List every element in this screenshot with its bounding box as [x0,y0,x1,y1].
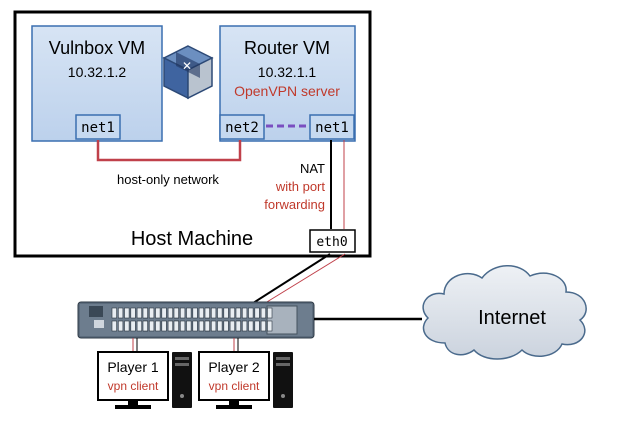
port-forwarding-label-line1: with port [275,179,326,194]
player1-tower-icon [172,352,192,408]
switch-port [217,307,223,319]
eth0-to-switch-red-link [261,253,346,306]
switch-port [204,307,210,319]
switch-port [235,320,241,332]
switch-port [267,307,273,319]
host-machine-label: Host Machine [131,228,253,250]
switch-port [223,320,229,332]
switch-port [211,320,217,332]
switch-port [229,307,236,319]
switch-port [155,307,161,319]
switch-port [142,320,148,332]
eth0-label: eth0 [316,235,347,250]
switch-port [124,307,130,319]
switch-port [192,307,198,319]
switch-port [136,320,143,332]
switch-port [186,320,192,332]
internet-cloud [422,265,587,360]
switch-port [161,320,167,332]
player1-workstation [97,351,192,409]
switch-port [124,320,130,332]
nat-label: NAT [300,161,325,176]
switch-port [167,307,174,319]
switch-port [217,320,223,332]
switch-port [223,307,229,319]
host-only-network-label: host-only network [117,172,219,187]
router-vm-title: Router VM [244,38,330,58]
switch-port [180,320,186,332]
switch-port [111,320,117,332]
player1-role: vpn client [108,379,159,393]
switch-port [242,320,248,332]
switch-port [161,307,167,319]
switch-port [167,320,174,332]
switch-port [136,307,143,319]
router-net2-label: net2 [225,120,259,136]
switch-port [242,307,248,319]
switch-port [260,307,267,319]
switch-port [186,307,192,319]
eth0-to-switch-link [249,253,331,306]
router-net1-port [309,114,355,140]
switch-port [118,307,124,319]
player1-name: Player 1 [107,359,159,375]
switch-port [198,307,205,319]
switch-port [180,307,186,319]
vulnbox-net1-port [75,114,121,140]
switch-port [254,320,260,332]
switch-port [260,320,267,332]
host-only-network-link [96,140,242,162]
player2-name: Player 2 [208,359,260,375]
player2-monitor [198,351,270,401]
router-vm-ip: 10.32.1.1 [258,64,317,80]
switch-port [155,320,161,332]
player2-tower-icon [273,352,293,408]
switch-port [229,320,236,332]
switch-port [198,320,205,332]
vulnbox-net1-label: net1 [81,120,115,136]
router-net2-port [219,114,265,140]
switch-port [254,307,260,319]
switch-port [267,320,273,332]
svg-text:✕: ✕ [182,59,192,73]
eth0-port [309,229,356,253]
player2-workstation [198,351,293,409]
vulnbox-vm-title: Vulnbox VM [49,38,145,58]
network-switch [77,301,315,339]
switch-port [130,307,136,319]
port-forwarding-label-line2: forwarding [264,197,325,212]
switch-port [149,320,155,332]
vulnbox-vm-ip: 10.32.1.2 [68,64,127,80]
switch-port [130,320,136,332]
switch-port [192,320,198,332]
switch-port [149,307,155,319]
player2-role: vpn client [209,379,260,393]
router-net1-label: net1 [315,120,349,136]
switch-port [211,307,217,319]
switch-port [204,320,210,332]
switch-port [248,307,254,319]
switch-port [173,307,179,319]
switch-port [111,307,117,319]
router-openvpn-label: OpenVPN server [234,83,340,99]
switch-port [173,320,179,332]
switch-port [118,320,124,332]
switch-port [142,307,148,319]
internet-label: Internet [478,307,546,329]
switch-port [248,320,254,332]
switch-port [235,307,241,319]
virtualbox-icon: ✕ [162,45,214,100]
